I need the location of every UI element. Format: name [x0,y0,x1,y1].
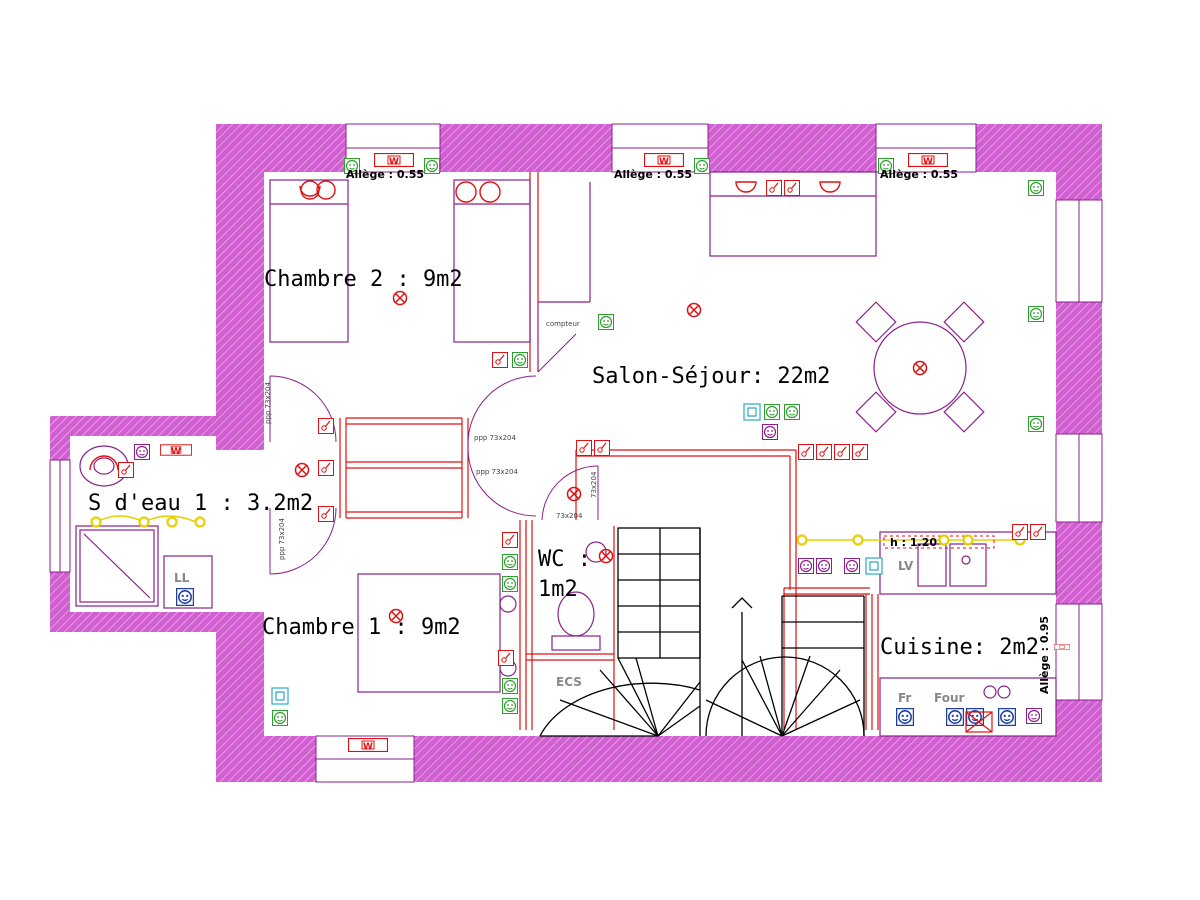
annotations: Allège : 0.55 Allège : 0.55 Allège : 0.5… [174,168,1051,705]
door-label-2: ppp 73x204 [474,434,517,442]
door-label-3: 73x204 [590,471,598,498]
wall-lights [89,180,841,471]
fridge-label: Fr [898,691,911,705]
heater-label: W [171,447,181,457]
heater-label: W [923,157,933,167]
allege-label-1: Allège : 0.55 [346,168,424,181]
room-label-chambre2: Chambre 2 : 9m2 [264,267,463,292]
room-label-wc: WC : [538,547,591,572]
door-label-6: ppp 73x204 [278,517,286,560]
counter-height-label: h : 1.20 [890,536,937,549]
room-label-chambre1: Chambre 1 : 9m2 [262,615,461,640]
kitchen-appliances [965,711,993,733]
door-swings [269,302,599,575]
compteur-label: compteur [546,320,580,328]
room-label-salon: Salon-Séjour: 22m2 [592,364,830,389]
allege-label-vertical: Allège : 0.95 [1038,616,1051,694]
furniture [75,171,1057,737]
allege-label-2: Allège : 0.55 [614,168,692,181]
lv-label: LV [898,559,914,573]
door-label-5: 73x204 [556,512,583,520]
room-labels: Chambre 2 : 9m2 Salon-Séjour: 22m2 S d'e… [88,267,1039,660]
staircase [539,527,865,737]
partitions [339,172,879,730]
ecs-label: ECS [556,675,582,689]
heater-label: W [389,157,399,167]
door-label-4: ppp 73x204 [476,468,519,476]
room-label-wc-area: 1m2 [538,577,578,602]
ll-label: LL [174,571,190,585]
room-label-sdeau: S d'eau 1 : 3.2m2 [88,491,313,516]
counter-outline [883,535,995,549]
oven-label: Four [934,691,964,705]
heater-label: W [659,157,669,167]
door-label-1: ppp 73x204 [264,381,272,424]
heaters [160,153,1070,752]
heater-label: W [363,742,373,752]
allege-label-3: Allège : 0.55 [880,168,958,181]
data-outlets [271,403,883,705]
room-label-cuisine: Cuisine: 2m2 [880,635,1039,660]
heater-labels: W W W W W [171,157,933,752]
